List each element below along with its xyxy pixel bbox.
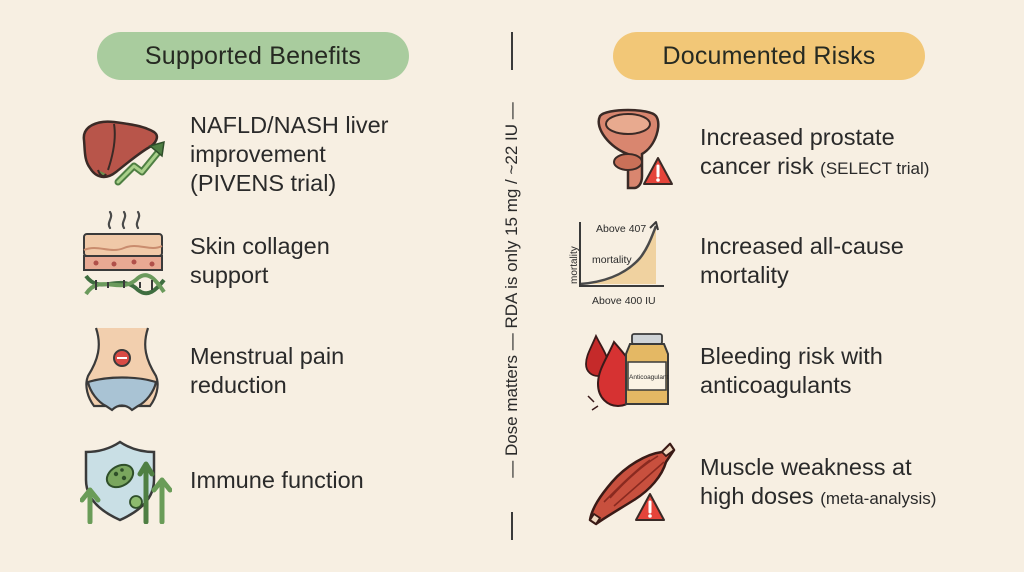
supported-benefits-title: Supported Benefits <box>144 41 362 70</box>
risk-line-main: mortality <box>700 262 789 288</box>
dose-matters-divider: — Dose matters — RDA is only 15 mg / ~22… <box>497 40 527 540</box>
benefit-line: Skin collagen <box>190 233 330 259</box>
benefit-line: Immune function <box>190 467 364 493</box>
risk-line-note: (meta-analysis) <box>820 489 937 508</box>
risk-line-main: high doses <box>700 483 814 509</box>
prostate-warning-icon <box>590 106 680 199</box>
risk-text-bleeding: Bleeding risk with anticoagulants <box>700 342 883 400</box>
benefit-line: (PIVENS trial) <box>190 170 337 196</box>
risk-line-main: cancer risk <box>700 153 814 179</box>
mortality-chart-icon: Above 407 mortality mortality Above 400 … <box>566 214 672 315</box>
benefit-line: improvement <box>190 141 326 167</box>
skin-collagen-icon <box>80 210 170 307</box>
risk-line: Increased prostate <box>700 124 895 150</box>
risk-text-muscle: Muscle weakness at high doses (meta-anal… <box>700 453 936 513</box>
risk-line: mortality <box>700 261 904 290</box>
benefit-line: reduction <box>190 372 287 398</box>
supported-benefits-header: Supported Benefits <box>97 32 409 80</box>
benefit-text-immune: Immune function <box>190 466 364 495</box>
benefit-line: support <box>190 262 269 288</box>
benefit-line: NAFLD/NASH liver <box>190 112 389 138</box>
mini-chart-top-label: Above 407 <box>596 223 646 235</box>
abdomen-icon <box>80 326 164 419</box>
risk-line: cancer risk (SELECT trial) <box>700 152 929 183</box>
divider-line-top <box>511 32 513 70</box>
immune-shield-icon <box>79 436 173 529</box>
divider-text: — Dose matters — RDA is only 15 mg / ~22… <box>502 102 522 478</box>
bottle-label: Anticoagulant <box>629 374 669 381</box>
risk-line: Muscle weakness at <box>700 454 912 480</box>
mini-chart-curve-label: mortality <box>592 254 632 266</box>
blood-drop-pill-bottle-icon: Anticoagulant <box>584 328 674 419</box>
risk-text-mortality: Increased all-cause mortality <box>700 232 904 290</box>
risk-text-prostate: Increased prostate cancer risk (SELECT t… <box>700 123 929 183</box>
mini-chart-y-label: mortality <box>569 246 580 284</box>
risk-line-main: anticoagulants <box>700 372 852 398</box>
risk-line: high doses (meta-analysis) <box>700 482 936 513</box>
benefit-text-skin: Skin collagen support <box>190 232 330 290</box>
muscle-warning-icon <box>584 438 680 533</box>
documented-risks-title: Documented Risks <box>662 41 876 70</box>
risk-line: anticoagulants <box>700 371 883 400</box>
benefit-line: Menstrual pain <box>190 343 345 369</box>
benefit-text-menstrual: Menstrual pain reduction <box>190 342 344 400</box>
risk-line: Increased all-cause <box>700 233 904 259</box>
documented-risks-header: Documented Risks <box>613 32 925 80</box>
liver-icon <box>78 112 168 197</box>
risk-line: Bleeding risk with <box>700 343 883 369</box>
risk-line-note: (SELECT trial) <box>820 159 930 178</box>
divider-line-bottom <box>511 512 513 540</box>
benefit-text-liver: NAFLD/NASH liver improvement (PIVENS tri… <box>190 111 388 198</box>
mini-chart-x-label: Above 400 IU <box>592 295 656 307</box>
